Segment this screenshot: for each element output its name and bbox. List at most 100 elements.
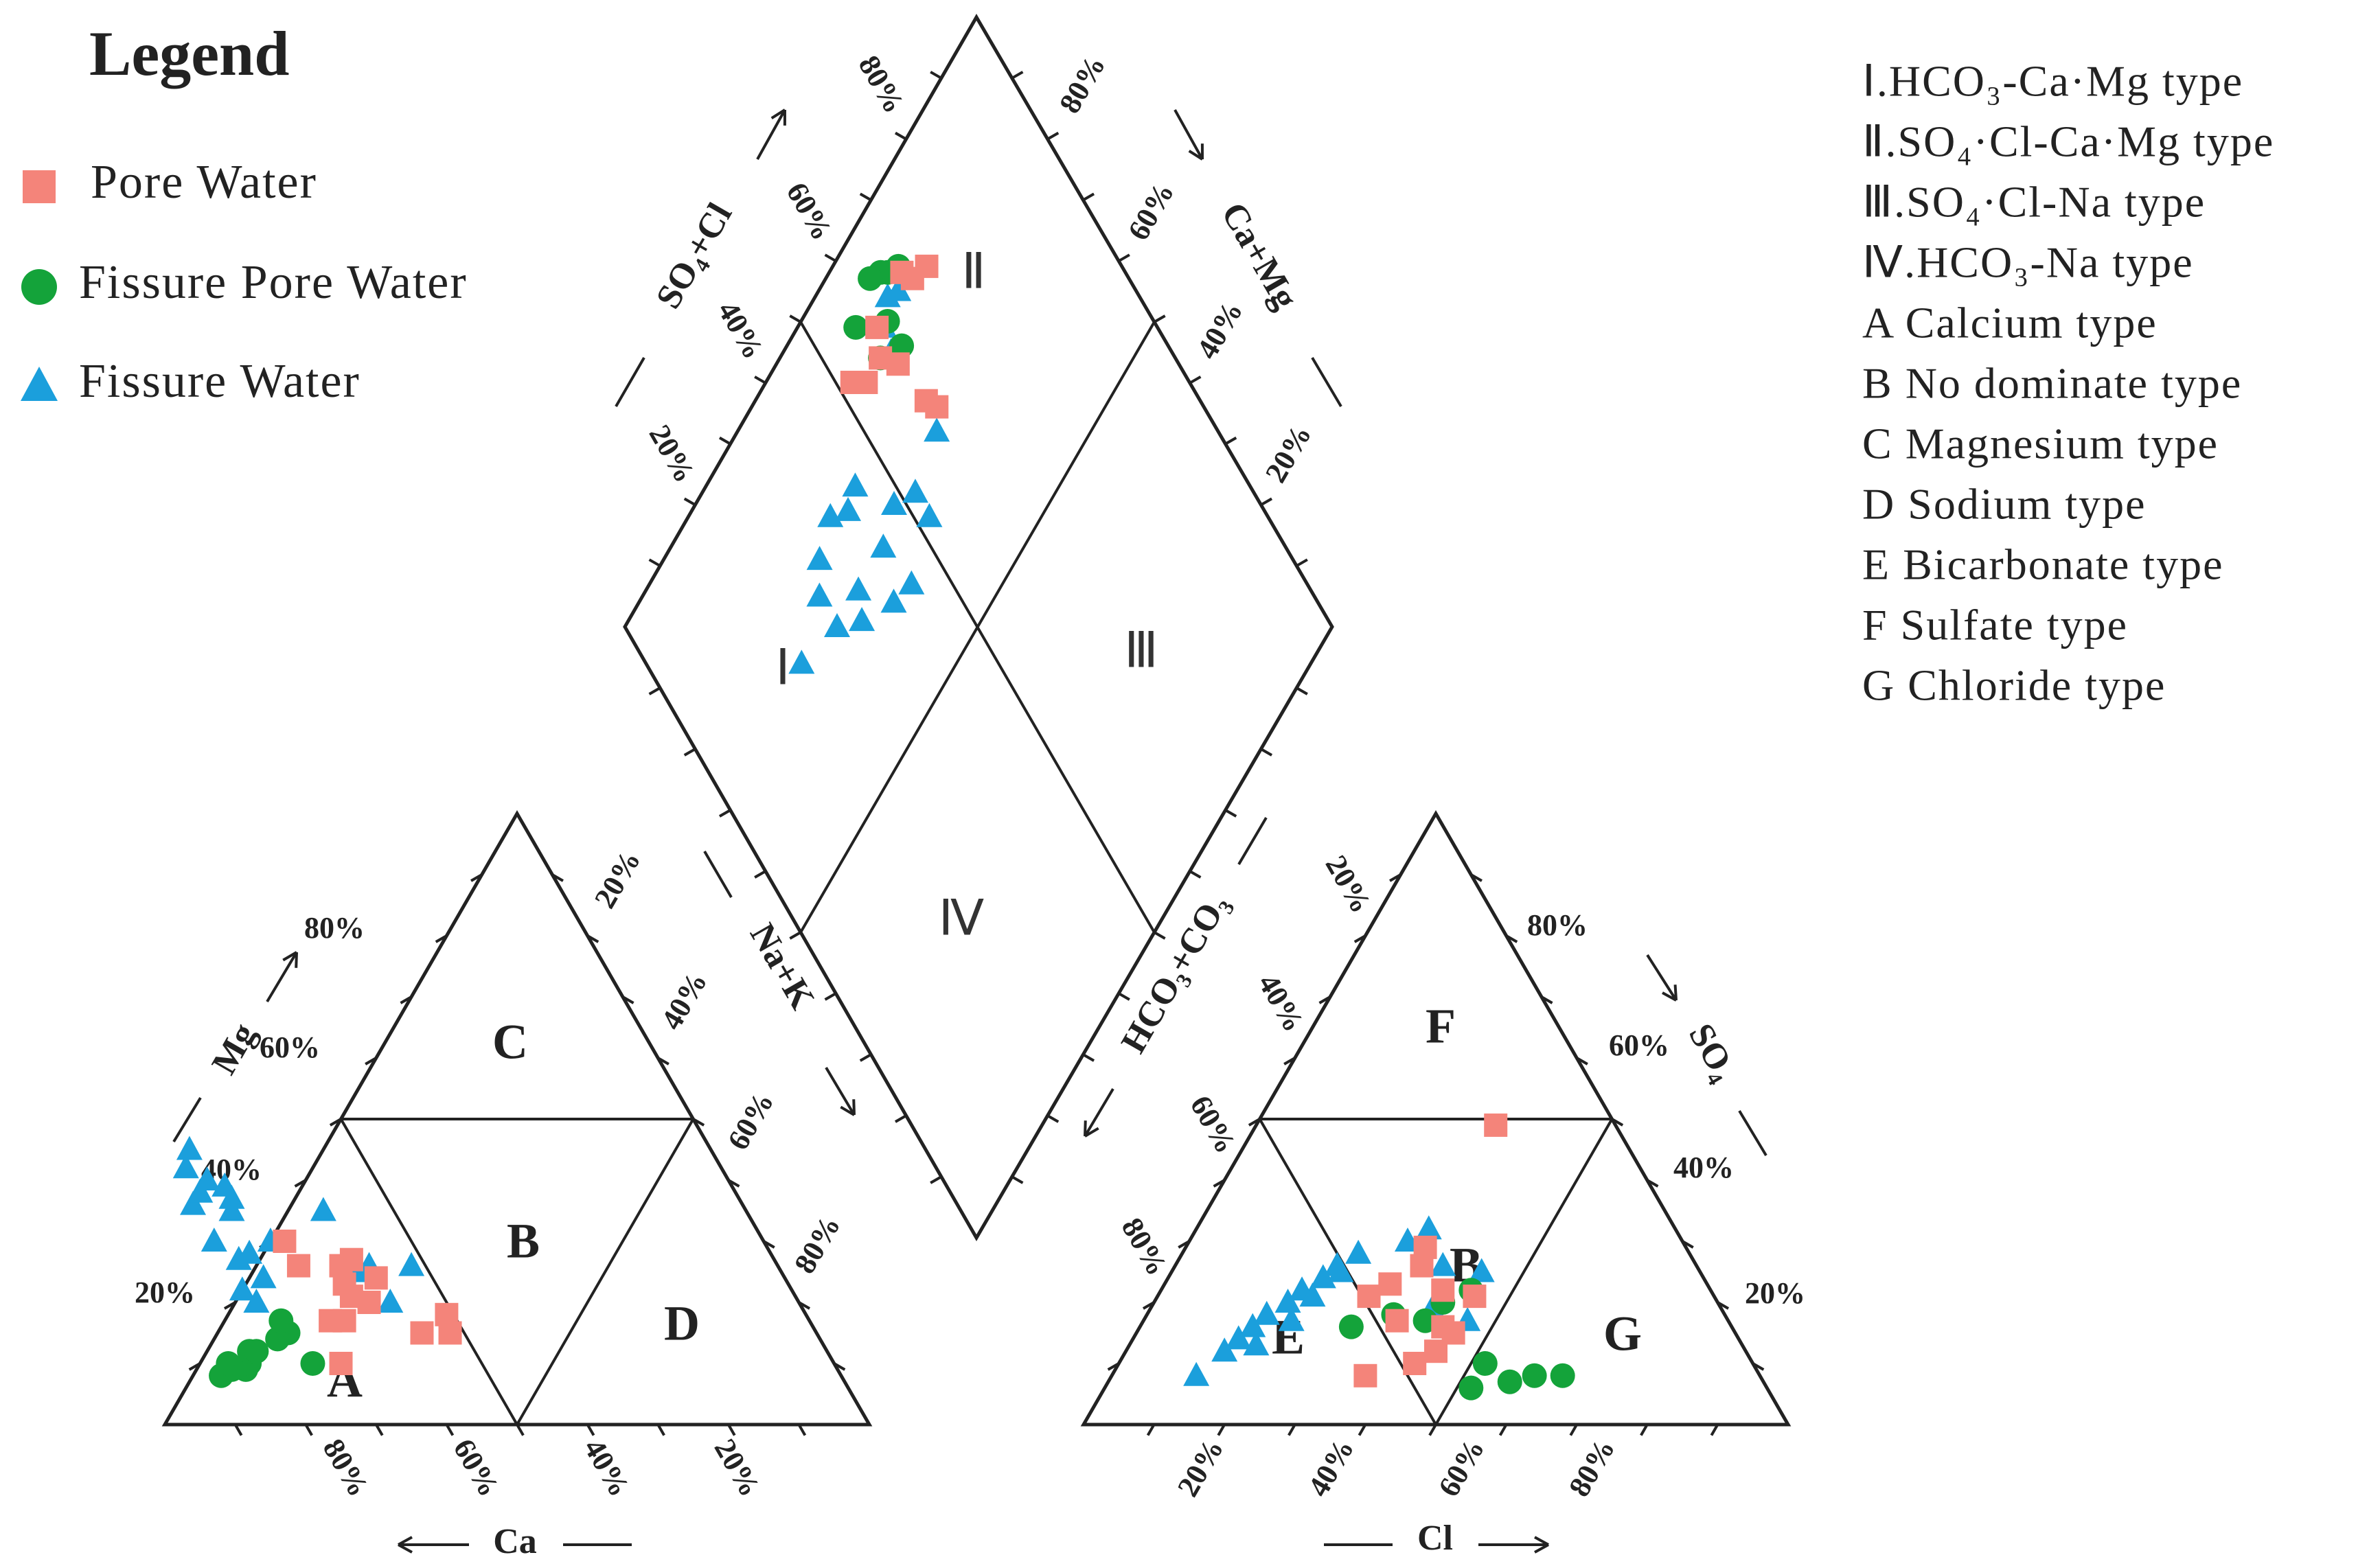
anion-right-tick (1505, 934, 1518, 943)
data-point (244, 1339, 269, 1364)
anion-right-tick (1682, 1240, 1694, 1249)
diamond-ul-tick (930, 71, 942, 80)
tick-label-anion-left: 60% (1184, 1090, 1243, 1159)
diamond-ul-tick (859, 192, 872, 202)
anion-left-tick (1318, 995, 1331, 1004)
data-point (229, 1276, 255, 1301)
anion-right-tick (1540, 995, 1553, 1004)
tick-label-so4: 60% (1609, 1028, 1669, 1062)
data-point (858, 266, 883, 291)
data-point (187, 1178, 214, 1203)
hco3-arrow (1084, 1127, 1099, 1138)
cation-base-tick (233, 1424, 243, 1436)
mg-arrow (295, 952, 298, 968)
data-point (176, 1136, 203, 1160)
cation-right-tick (833, 1362, 846, 1371)
tick-label-diamond-ur: 60% (1121, 176, 1180, 246)
data-point (1278, 1306, 1305, 1331)
data-point (300, 1351, 325, 1376)
data-point (842, 472, 869, 497)
legend-title: Legend (89, 19, 289, 89)
data-point (1357, 1285, 1381, 1309)
axis-title-nak: Na+K (742, 917, 822, 1017)
data-point (364, 1266, 388, 1290)
tick-label-cation-right: 40% (654, 966, 713, 1035)
diamond-ur-tick (1189, 376, 1202, 384)
data-point (1430, 1252, 1456, 1276)
tick-label-cl: 60% (1432, 1433, 1491, 1502)
data-point (1239, 1313, 1266, 1337)
axis-title-ca: Ca (493, 1522, 537, 1561)
tick-label-cation-right: 80% (788, 1210, 847, 1279)
hco3-arrow (1084, 1087, 1114, 1138)
so4-dash (1738, 1109, 1767, 1157)
data-point (925, 395, 949, 419)
diamond-ll-tick (859, 1053, 872, 1062)
data-point (1253, 1300, 1280, 1325)
diamond-lr-tick (1224, 809, 1237, 818)
data-point (1472, 1351, 1498, 1376)
diamond-lr-tick (1046, 1114, 1060, 1123)
diamond-lr-tick (1082, 1053, 1095, 1062)
data-point (1309, 1264, 1336, 1289)
classification-item: C Magnesium type (1862, 419, 2219, 468)
anion-left-tick (1107, 1362, 1120, 1371)
tick-label-so4: 20% (1745, 1276, 1805, 1310)
cation-divider (516, 1118, 695, 1425)
anion-right-tick (1576, 1057, 1588, 1066)
region-c: C (492, 1015, 528, 1070)
diamond-lr-tick (1296, 687, 1308, 695)
tick-label-mg: 60% (260, 1030, 320, 1064)
tick-label-mg: 20% (135, 1276, 195, 1309)
cation-right-tick (621, 995, 634, 1004)
data-point (1415, 1215, 1442, 1240)
data-point (286, 1254, 310, 1278)
mg-arrow (282, 951, 298, 962)
tick-label-so4: 40% (1673, 1151, 1734, 1184)
ca-arrow (398, 1536, 413, 1546)
diamond-ul-tick (789, 314, 801, 323)
diamond-ur-tick (1154, 314, 1166, 323)
tick-label-anion-left: 20% (1319, 849, 1378, 919)
data-point (1484, 1113, 1508, 1137)
tick-label-anion-left: 40% (1252, 968, 1311, 1037)
cation-right-tick (798, 1301, 811, 1310)
tick-label-ca: 20% (708, 1433, 767, 1502)
anion-right-tick (1717, 1301, 1730, 1310)
data-point (902, 479, 928, 503)
cation-right-tick (692, 1118, 705, 1127)
cation-left-tick (400, 995, 413, 1004)
data-point (806, 546, 833, 571)
cation-right-tick (551, 873, 564, 882)
cation-right-tick (763, 1240, 775, 1249)
anion-left-tick (1248, 1118, 1261, 1127)
tick-label-ca: 60% (447, 1433, 506, 1502)
data-point (880, 588, 907, 613)
hco3-dash (1237, 816, 1268, 866)
cation-base-tick (586, 1424, 595, 1436)
data-point (435, 1302, 459, 1326)
so4cl-arrow (756, 109, 786, 160)
legend-marker-circle (21, 269, 57, 305)
diamond-ll-tick (754, 870, 766, 879)
classification-item: F Sulfate type (1862, 601, 2128, 649)
classification-item: D Sodium type (1862, 480, 2147, 529)
cation-base-tick (656, 1424, 665, 1436)
diamond-ur-tick (1118, 253, 1130, 262)
region-iv: Ⅳ (939, 891, 984, 946)
text-layer: 20%40%60%80%80%60%40%20%20%40%60%80%20%4… (79, 19, 2273, 1561)
tick-label-so4: 80% (1527, 908, 1588, 942)
data-point (319, 1309, 343, 1333)
axis-title-camg: Ca+Mg (1213, 196, 1305, 316)
region-i: Ⅰ (775, 641, 790, 695)
cation-base-tick (445, 1424, 455, 1436)
tick-label-diamond-ur: 80% (1053, 49, 1112, 119)
tick-label-cl: 80% (1562, 1433, 1621, 1502)
classification-item: B No dominate type (1862, 359, 2242, 408)
cation-right-tick (727, 1179, 740, 1188)
data-point (377, 1289, 404, 1313)
anion-base-tick (1428, 1424, 1437, 1436)
diamond-ul-tick (683, 497, 696, 507)
data-point (886, 352, 910, 376)
tick-label-diamond-ul: 80% (852, 49, 911, 119)
